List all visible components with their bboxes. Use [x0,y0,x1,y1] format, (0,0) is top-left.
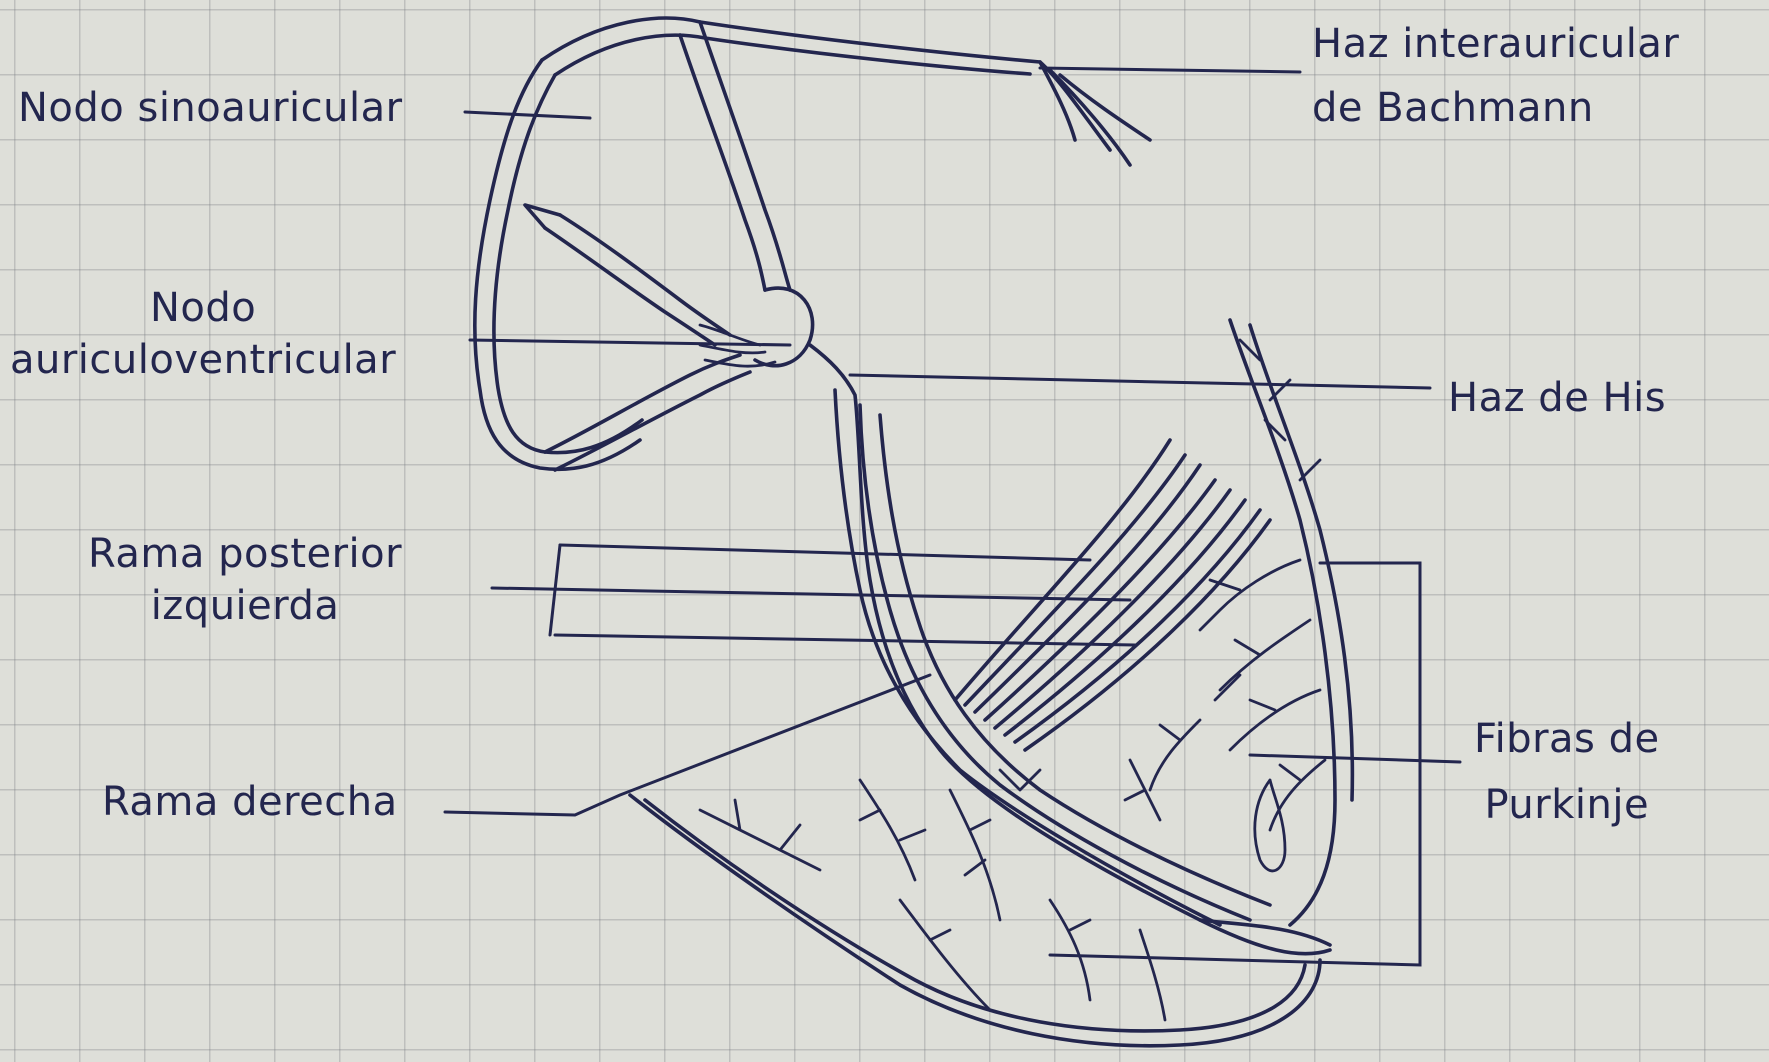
label-his-text: Haz de His [1448,372,1666,424]
posterior-fascicle-fan [955,440,1270,750]
label-posterior-line2: izquierda [88,580,402,632]
label-av-line2: auriculoventricular [10,334,396,386]
label-av-node: Nodo auriculoventricular [10,282,396,386]
label-av-line1: Nodo [10,282,396,334]
leader-purkinje [1250,755,1460,762]
label-his-bundle: Haz de His [1448,372,1666,424]
leader-posterior-b [492,588,1130,600]
label-bachmann-line1: Haz interauricular [1312,18,1679,70]
leader-sinoatrial [465,112,590,118]
internodal-tracts [525,22,790,470]
purkinje-branches-lower [700,770,1165,1020]
label-purkinje-line1: Fibras de [1474,713,1660,765]
label-bachmann-line2: de Bachmann [1312,82,1679,134]
label-posterior-line1: Rama posterior [88,528,402,580]
label-left-posterior-branch: Rama posterior izquierda [88,528,402,632]
label-right-branch-text: Rama derecha [102,776,398,828]
label-purkinje-line2: Purkinje [1474,779,1660,831]
label-right-branch: Rama derecha [102,776,398,828]
leader-posterior-a [560,545,1090,560]
label-bachmann-bundle: Haz interauricular de Bachmann [1312,18,1679,134]
leader-lines [445,68,1460,965]
leader-bachmann [1040,68,1300,72]
his-and-bundle-branches [630,345,1330,1046]
leader-his [850,375,1430,388]
leader-purkinje-bracket [1050,563,1420,965]
label-sinoatrial-text: Nodo sinoauricular [18,82,403,134]
label-purkinje-fibres: Fibras de Purkinje [1474,713,1660,831]
leader-right-branch [445,675,930,815]
bachmann-bundle [1040,62,1150,165]
label-sinoatrial-node: Nodo sinoauricular [18,82,403,134]
